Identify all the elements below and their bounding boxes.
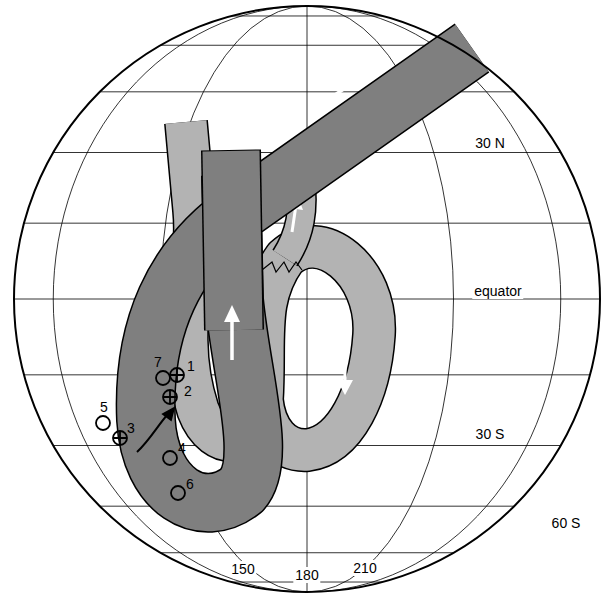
dark-band	[146, 48, 472, 503]
callout-number: 6	[186, 476, 194, 492]
longitude-label: 210	[351, 560, 378, 576]
site-symbols	[96, 368, 185, 500]
callout-number: 7	[154, 354, 162, 370]
callout-number: 2	[184, 383, 192, 399]
latitude-label: equator	[472, 283, 523, 299]
meridian-line	[307, 6, 308, 592]
latitude-label: 60 S	[550, 515, 583, 531]
longitude-label: 150	[229, 561, 256, 577]
callout-number: 1	[187, 358, 195, 374]
longitude-label: 180	[293, 567, 320, 583]
latitude-label: 30 S	[474, 426, 507, 442]
callout-number: 3	[127, 420, 135, 436]
globe-rim	[14, 6, 600, 592]
globe-disc	[14, 6, 600, 592]
callout-number: 5	[100, 399, 108, 415]
graticule	[14, 6, 600, 592]
callout-number: 4	[178, 440, 186, 456]
latitude-label: 30 N	[473, 135, 507, 151]
